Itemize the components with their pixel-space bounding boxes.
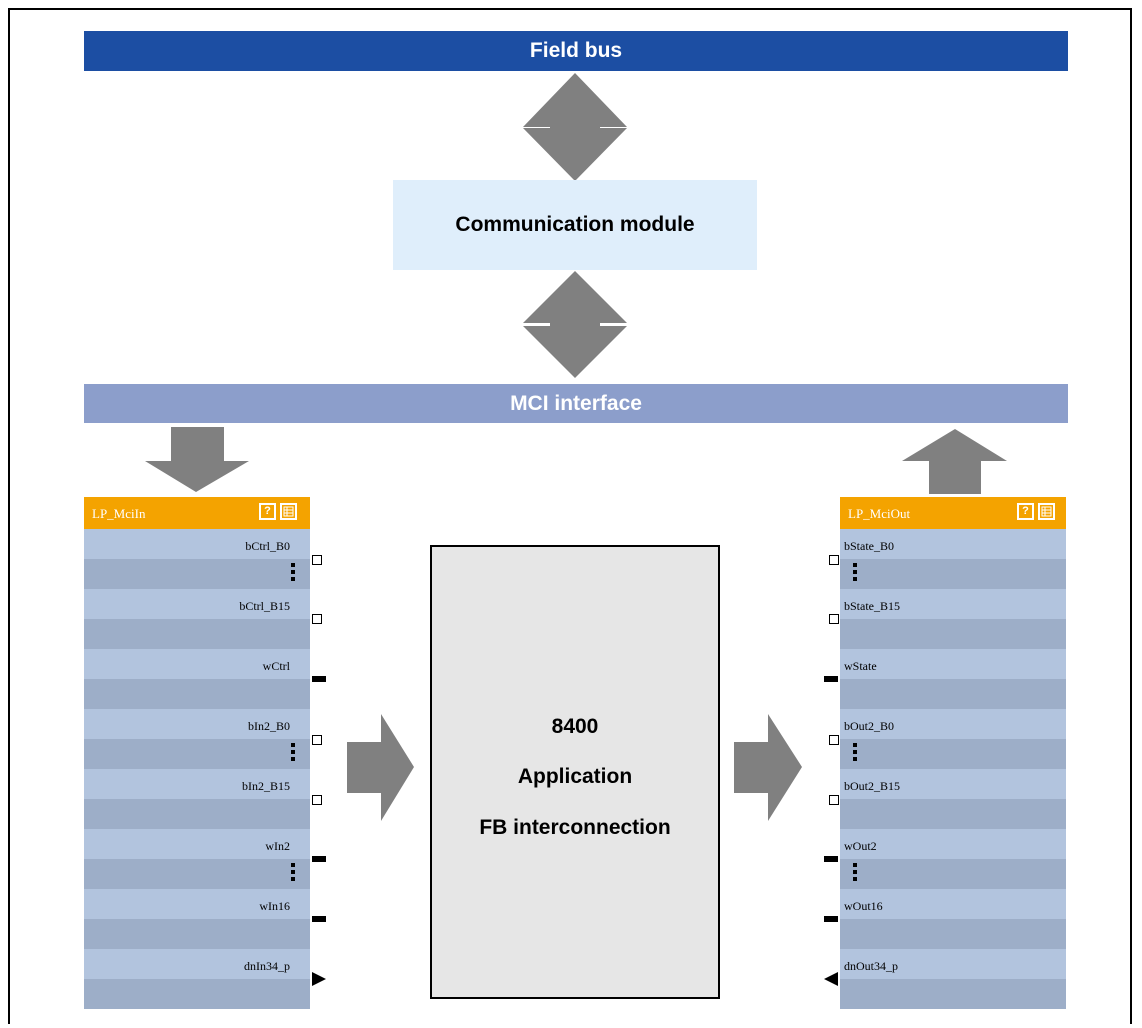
device-label: 8400 [551,715,599,738]
port-row: bCtrl_B15 [84,589,310,619]
port-label: bOut2_B15 [844,779,901,793]
double-arrow-comm-mci [523,271,627,378]
port-row-spacer [840,739,1066,769]
port-row: wCtrl [84,649,310,679]
bool-output-pin[interactable] [312,735,322,745]
port-row: wIn16 [84,889,310,919]
help-icon[interactable]: ? [1017,503,1034,520]
port-label: bState_B15 [844,599,900,613]
port-row-spacer [84,979,310,1009]
port-label: wOut2 [844,839,877,853]
port-row: bState_B15 [840,589,1066,619]
port-row-spacer [84,619,310,649]
port-row-spacer [84,799,310,829]
ellipsis-icon [291,863,295,884]
port-row: bIn2_B0 [84,709,310,739]
arrow-right-to-application [347,714,414,821]
ellipsis-icon [291,563,295,584]
port-row-spacer [840,979,1066,1009]
bool-input-pin[interactable] [829,614,839,624]
port-row-spacer [84,559,310,589]
port-row-spacer [840,559,1066,589]
bool-input-pin[interactable] [829,555,839,565]
port-row-spacer [840,919,1066,949]
port-row-spacer [84,739,310,769]
port-label: wIn2 [265,839,290,853]
port-label: wIn16 [259,899,290,913]
port-row: bIn2_B15 [84,769,310,799]
block-title: LP_MciIn [92,506,146,521]
word-output-pin[interactable] [312,916,326,922]
port-row: bOut2_B0 [840,709,1066,739]
ellipsis-icon [853,743,857,764]
port-row: bState_B0 [840,529,1066,559]
port-row-spacer [840,859,1066,889]
port-label: bCtrl_B15 [239,599,290,613]
diagram-frame [8,8,1132,1024]
port-row: wOut16 [840,889,1066,919]
block-header: LP_MciOut ? [840,497,1066,529]
application-label: Application [517,765,633,788]
dint-input-pin-icon[interactable] [824,972,838,986]
lp-mciout-block[interactable]: LP_MciOut ? bState_B0 bState_B15 wState … [840,497,1066,1009]
port-row: wIn2 [84,829,310,859]
mci-interface-bar: MCI interface [84,384,1068,423]
word-input-pin[interactable] [824,916,838,922]
fb-interconnection-label: FB interconnection [479,816,671,839]
port-row-spacer [840,799,1066,829]
field-bus-bar: Field bus [84,31,1068,71]
block-header: LP_MciIn ? [84,497,310,529]
port-label: dnIn34_p [244,959,290,973]
block-title: LP_MciOut [848,506,911,521]
double-arrow-fieldbus-comm [523,73,627,181]
port-label: bCtrl_B0 [245,539,290,553]
ellipsis-icon [853,563,857,584]
communication-module-box: Communication module [393,180,757,270]
port-label: dnOut34_p [844,959,898,973]
word-output-pin[interactable] [312,676,326,682]
port-row: wState [840,649,1066,679]
port-row-spacer [84,919,310,949]
port-row: wOut2 [840,829,1066,859]
help-icon[interactable]: ? [259,503,276,520]
lp-mciin-block[interactable]: LP_MciIn ? bCtrl_B0 bCtrl_B15 wCtrl bIn2… [84,497,310,1009]
arrow-down-to-mci-in [145,427,249,492]
port-label: wCtrl [262,659,290,673]
bool-input-pin[interactable] [829,735,839,745]
port-row: dnIn34_p [84,949,310,979]
port-row-spacer [840,619,1066,649]
port-row-spacer [840,679,1066,709]
port-label: bOut2_B0 [844,719,895,733]
dint-output-pin-icon[interactable] [312,972,326,986]
table-icon[interactable] [280,503,297,520]
word-input-pin[interactable] [824,676,838,682]
arrow-up-from-mci-out [902,429,1007,494]
port-label: bIn2_B15 [242,779,290,793]
bool-output-pin[interactable] [312,555,322,565]
word-output-pin[interactable] [312,856,326,862]
table-icon[interactable] [1038,503,1055,520]
port-row-spacer [84,679,310,709]
arrow-right-from-application [734,714,802,821]
port-label: wState [844,659,877,673]
ellipsis-icon [291,743,295,764]
port-row: bCtrl_B0 [84,529,310,559]
port-row: bOut2_B15 [840,769,1066,799]
word-input-pin[interactable] [824,856,838,862]
port-label: wOut16 [844,899,883,913]
bool-output-pin[interactable] [312,614,322,624]
port-label: bIn2_B0 [248,719,290,733]
bool-input-pin[interactable] [829,795,839,805]
ellipsis-icon [853,863,857,884]
port-label: bState_B0 [844,539,894,553]
port-row: dnOut34_p [840,949,1066,979]
port-row-spacer [84,859,310,889]
application-box: 8400 Application FB interconnection [430,545,720,999]
bool-output-pin[interactable] [312,795,322,805]
